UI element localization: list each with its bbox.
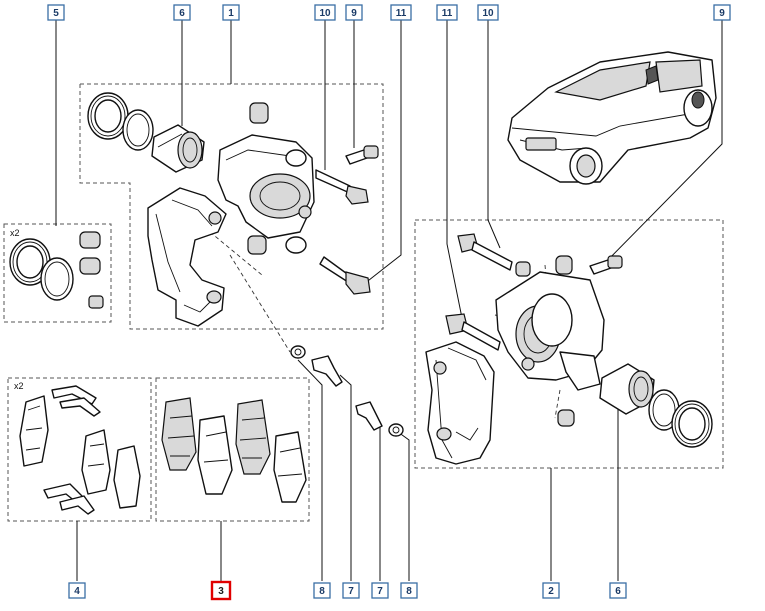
callout-label: 10 bbox=[482, 8, 494, 19]
callout-label: 11 bbox=[442, 8, 453, 19]
callout-label: 7 bbox=[348, 586, 354, 597]
caliper-bracket-left bbox=[147, 187, 227, 327]
guide-bolts-top bbox=[315, 145, 379, 295]
group-box-clip-kit-4 bbox=[7, 377, 152, 522]
pad-clip-kit-parts: x2 bbox=[14, 381, 141, 515]
callout-1[interactable]: 1 bbox=[222, 4, 240, 21]
callout-label: 9 bbox=[719, 8, 725, 19]
piston-seal-group-top bbox=[87, 92, 205, 173]
callout-4[interactable]: 4 bbox=[68, 582, 86, 599]
callout-label: 9 bbox=[351, 8, 357, 19]
callout-label: 10 bbox=[319, 8, 331, 19]
caliper-bracket-right bbox=[425, 341, 495, 465]
callout-label: 7 bbox=[377, 586, 383, 597]
group-box-pad-set-3 bbox=[155, 377, 310, 522]
callout-label: 8 bbox=[406, 586, 412, 597]
group-box-caliper-assembly-1 bbox=[79, 83, 384, 330]
callout-10-top-right[interactable]: 10 bbox=[477, 4, 499, 21]
group-box-caliper-assembly-2 bbox=[414, 219, 724, 469]
callout-3-highlighted[interactable]: 3 bbox=[210, 580, 232, 601]
leader-lines bbox=[55, 20, 723, 581]
callout-6-top[interactable]: 6 bbox=[173, 4, 191, 21]
callout-9-top-left[interactable]: 9 bbox=[345, 4, 363, 21]
callout-6-bottom[interactable]: 6 bbox=[609, 582, 627, 599]
clip-kit-quantity: x2 bbox=[14, 381, 24, 391]
callout-label: 11 bbox=[396, 8, 407, 19]
callout-8-left[interactable]: 8 bbox=[313, 582, 331, 599]
callout-7-left[interactable]: 7 bbox=[342, 582, 360, 599]
callout-label: 5 bbox=[53, 8, 59, 19]
callout-label: 3 bbox=[218, 586, 224, 597]
caliper-body-right bbox=[495, 255, 605, 427]
brake-pad-set-parts bbox=[161, 397, 307, 503]
callout-label: 1 bbox=[228, 8, 234, 19]
caliper-body-top bbox=[217, 102, 315, 255]
callout-label: 4 bbox=[74, 586, 80, 597]
callout-5-top[interactable]: 5 bbox=[47, 4, 65, 21]
callout-11-top-right[interactable]: 11 bbox=[436, 4, 458, 21]
callout-label: 8 bbox=[319, 586, 325, 597]
guide-bolts-right bbox=[445, 233, 623, 351]
callout-10-top-left[interactable]: 10 bbox=[314, 4, 336, 21]
callout-label: 2 bbox=[548, 586, 554, 597]
seal-kit-parts: x2 bbox=[9, 228, 104, 309]
callout-2[interactable]: 2 bbox=[542, 582, 560, 599]
piston-seal-group-right bbox=[599, 363, 713, 448]
callout-9-top-right[interactable]: 9 bbox=[713, 4, 731, 21]
callout-label: 6 bbox=[615, 586, 621, 597]
washers-and-bolts-centre bbox=[290, 345, 404, 437]
callout-7-right[interactable]: 7 bbox=[371, 582, 389, 599]
callout-11-top-left[interactable]: 11 bbox=[390, 4, 412, 21]
callout-label: 6 bbox=[179, 8, 185, 19]
group-box-seal-kit-5 bbox=[3, 223, 112, 323]
seal-kit-quantity: x2 bbox=[10, 228, 20, 238]
callout-8-right[interactable]: 8 bbox=[400, 582, 418, 599]
vehicle-illustration bbox=[507, 51, 717, 185]
